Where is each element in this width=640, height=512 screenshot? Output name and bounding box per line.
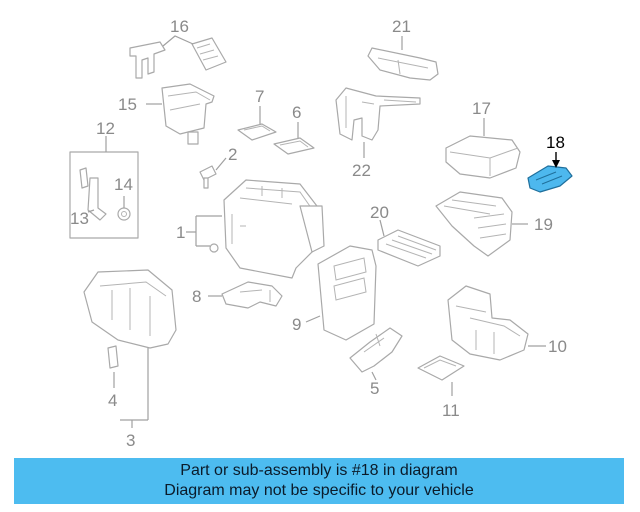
callout-3: 3: [126, 431, 135, 450]
part-22: [335, 87, 421, 158]
parts-diagram: 16 21 15 22 7 6 2: [69, 17, 573, 450]
part-10: [447, 285, 546, 361]
part-3: [83, 269, 177, 428]
callout-9: 9: [292, 315, 301, 334]
part-18: [527, 152, 573, 193]
part-6: [273, 122, 315, 155]
callout-10: 10: [548, 337, 567, 356]
callout-14: 14: [114, 175, 133, 194]
part-16: [129, 35, 227, 79]
part-20: [377, 219, 441, 267]
callout-1: 1: [176, 223, 185, 242]
banner-line-2: Diagram may not be specific to your vehi…: [164, 482, 474, 499]
part-2: [199, 157, 227, 189]
part-7: [237, 106, 277, 141]
part-5: [349, 327, 403, 381]
callout-12: 12: [96, 119, 115, 138]
part-17: [445, 118, 521, 179]
part-4: [107, 345, 119, 388]
callout-20: 20: [370, 203, 389, 222]
callout-19: 19: [534, 215, 553, 234]
callout-2: 2: [228, 145, 237, 164]
callout-5: 5: [370, 379, 379, 398]
callout-15: 15: [118, 95, 137, 114]
callout-4: 4: [108, 391, 117, 410]
callout-22: 22: [352, 161, 371, 180]
callout-6: 6: [292, 103, 301, 122]
part-1: [186, 179, 325, 279]
callout-21: 21: [392, 17, 411, 36]
part-11: [417, 355, 465, 396]
info-banner: Part or sub-assembly is #18 in diagram D…: [14, 458, 624, 504]
part-9: [305, 245, 377, 341]
callout-11: 11: [442, 401, 460, 420]
banner-line-1: Part or sub-assembly is #18 in diagram: [180, 462, 458, 479]
callout-8: 8: [192, 287, 201, 306]
callout-18: 18: [546, 133, 565, 152]
part-8: [208, 281, 283, 309]
callout-7: 7: [255, 87, 264, 106]
part-12: [69, 136, 139, 239]
part-21: [367, 36, 439, 81]
part-15: [146, 83, 215, 145]
callout-16: 16: [170, 17, 189, 36]
part-19: [435, 191, 528, 257]
callout-17: 17: [472, 99, 491, 118]
callout-13: 13: [70, 209, 89, 228]
